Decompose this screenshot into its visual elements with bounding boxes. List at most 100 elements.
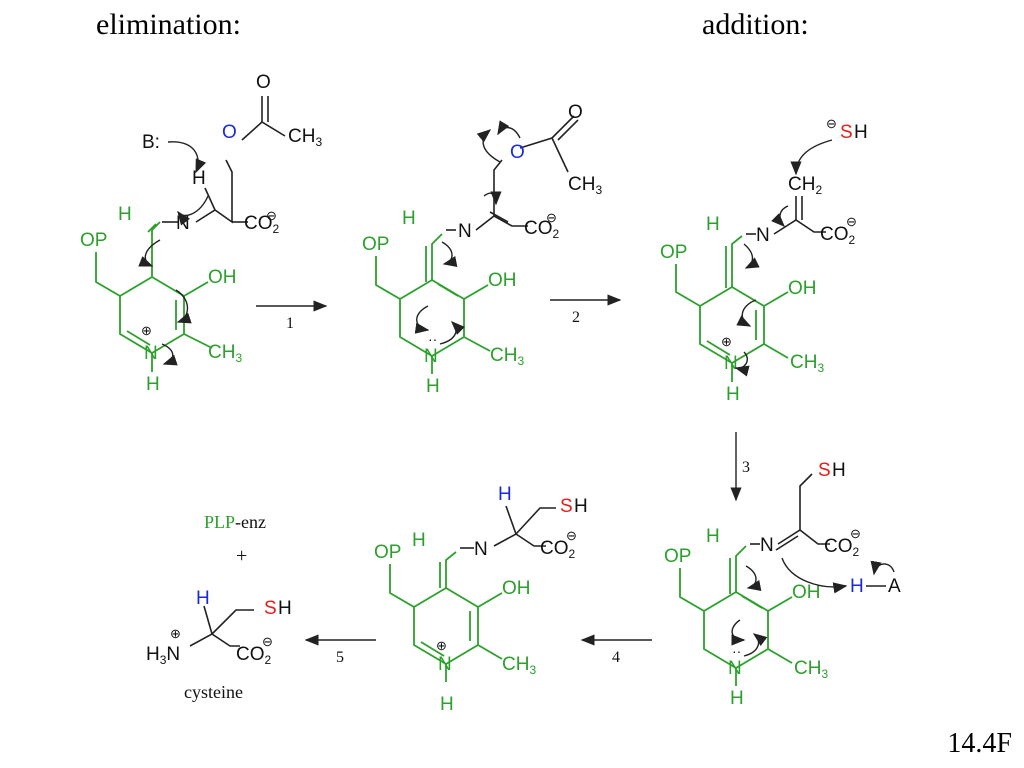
curved-arrow-icon xyxy=(167,141,207,174)
curved-arrow-icon xyxy=(138,239,161,267)
products: PLP-enz + H S H H3N ⊕ CO2 ⊖ cysteine xyxy=(146,512,292,702)
oh-label: OH xyxy=(788,278,817,299)
ammonium-label: H3N xyxy=(146,644,180,667)
thiol-h-label: H xyxy=(278,598,292,619)
plp-enz-label: PLP-enz xyxy=(204,512,266,532)
negative-charge-icon: ⊖ xyxy=(846,214,857,229)
addition-heading: addition: xyxy=(702,8,809,41)
structure-3: CH2 ⊖ S H H N CO2 ⊖ OP OH CH3 N H ⊕ xyxy=(660,116,868,405)
curved-arrow-icon xyxy=(731,619,746,646)
curved-arrow-icon xyxy=(743,633,768,657)
nh-h-label: H xyxy=(146,374,160,395)
curved-arrow-icon xyxy=(781,557,848,594)
ring-n-label: N xyxy=(424,346,438,367)
carboxylate-label: CO2 xyxy=(824,536,860,559)
oh-label: OH xyxy=(792,582,821,603)
oxygen-label: O xyxy=(510,142,525,163)
structure-2: H N O O CH3 CO2 ⊖ OP OH CH3 N H ·· xyxy=(362,102,602,397)
nh-h-label: H xyxy=(726,384,740,405)
ring-n-label: N xyxy=(144,343,158,364)
acid-h-label: H xyxy=(850,576,864,597)
positive-charge-icon: ⊕ xyxy=(436,638,447,653)
ring-n-label: N xyxy=(728,658,742,679)
page-label: 14.4F xyxy=(947,728,1012,759)
nh-h-label: H xyxy=(730,688,744,709)
curved-arrow-icon xyxy=(870,560,895,576)
alpha-h-label: H xyxy=(192,168,206,189)
carboxylate-label: CO2 xyxy=(236,644,272,667)
curved-arrow-icon xyxy=(177,195,209,226)
op-label: OP xyxy=(660,242,687,263)
curved-arrow-icon xyxy=(175,289,192,324)
structure-5: H S H H N CO2 ⊖ OP OH CH3 N H ⊕ xyxy=(374,484,588,715)
acid-a-label: A xyxy=(888,576,901,597)
thiol-s-label: S xyxy=(560,496,573,517)
lone-pair-icon: ·· xyxy=(428,331,437,347)
oxygen-label: O xyxy=(222,122,237,143)
curved-arrow-icon xyxy=(745,565,762,592)
oh-label: OH xyxy=(502,578,531,599)
ch2-label: CH2 xyxy=(788,174,822,197)
curved-arrow-icon xyxy=(771,205,789,227)
positive-charge-icon: ⊕ xyxy=(141,323,152,338)
thiolate-h-label: H xyxy=(854,122,868,143)
ch3-label: CH3 xyxy=(288,126,322,149)
step-label-1: 1 xyxy=(286,315,294,332)
alpha-h-label: H xyxy=(196,588,210,609)
aldimine-h-label: H xyxy=(706,526,720,547)
positive-charge-icon: ⊕ xyxy=(721,334,732,349)
ch3-label: CH3 xyxy=(568,174,602,197)
ring-ch3-label: CH3 xyxy=(208,342,242,365)
thiolate-s-label: S xyxy=(840,122,853,143)
ring-ch3-label: CH3 xyxy=(502,654,536,677)
carboxylate-label: CO2 xyxy=(244,213,280,236)
imine-n-label: N xyxy=(756,225,770,246)
carboxylate-label: CO2 xyxy=(524,218,560,241)
step-label-3: 3 xyxy=(742,459,750,476)
ring-ch3-label: CH3 xyxy=(794,658,828,681)
curved-arrow-icon xyxy=(161,343,178,366)
imine-n-label: N xyxy=(474,539,488,560)
step-label-4: 4 xyxy=(612,649,620,666)
curved-arrow-icon xyxy=(743,243,760,269)
ring-n-label: N xyxy=(724,353,738,374)
aldimine-h-label: H xyxy=(118,204,132,225)
carboxylate-label: CO2 xyxy=(820,224,856,247)
carboxylate-label: CO2 xyxy=(540,538,576,561)
cysteine-label: cysteine xyxy=(184,682,243,702)
structure-1: B: O O CH3 H H N CO2 OP OH CH3 N H ⊕ ⊖ xyxy=(80,72,322,395)
alpha-h-label: H xyxy=(498,484,512,505)
lone-pair-icon: ·· xyxy=(732,643,741,659)
elimination-heading: elimination: xyxy=(96,8,241,41)
curved-arrow-icon xyxy=(439,321,465,345)
thiol-s-label: S xyxy=(818,460,831,481)
negative-charge-icon: ⊖ xyxy=(266,208,277,223)
oh-label: OH xyxy=(488,270,517,291)
ring-ch3-label: CH3 xyxy=(490,345,524,368)
oh-label: OH xyxy=(208,267,237,288)
negative-charge-icon: ⊖ xyxy=(826,116,837,131)
negative-charge-icon: ⊖ xyxy=(546,210,557,225)
plus-sign: + xyxy=(236,545,247,567)
structure-4: S H H N CO2 ⊖ H A OP OH CH3 N H ·· xyxy=(664,460,901,709)
thiol-h-label: H xyxy=(832,460,846,481)
curved-arrow-icon xyxy=(476,129,501,163)
positive-charge-icon: ⊕ xyxy=(170,626,181,641)
thiol-s-label: S xyxy=(264,598,277,619)
imine-n-label: N xyxy=(760,535,774,556)
curved-arrow-icon xyxy=(790,139,833,176)
curved-arrow-icon xyxy=(441,241,458,268)
imine-n-label: N xyxy=(458,221,472,242)
negative-charge-icon: ⊖ xyxy=(566,528,577,543)
op-label: OP xyxy=(362,234,389,255)
nh-h-label: H xyxy=(440,694,454,715)
curved-arrow-icon xyxy=(414,305,430,334)
aldimine-h-label: H xyxy=(706,214,720,235)
curved-arrow-icon xyxy=(483,191,502,206)
base-label: B: xyxy=(142,132,160,153)
aldimine-h-label: H xyxy=(412,530,426,551)
ring-n-label: N xyxy=(438,654,452,675)
carbonyl-o-label: O xyxy=(568,102,583,123)
op-label: OP xyxy=(80,230,107,251)
